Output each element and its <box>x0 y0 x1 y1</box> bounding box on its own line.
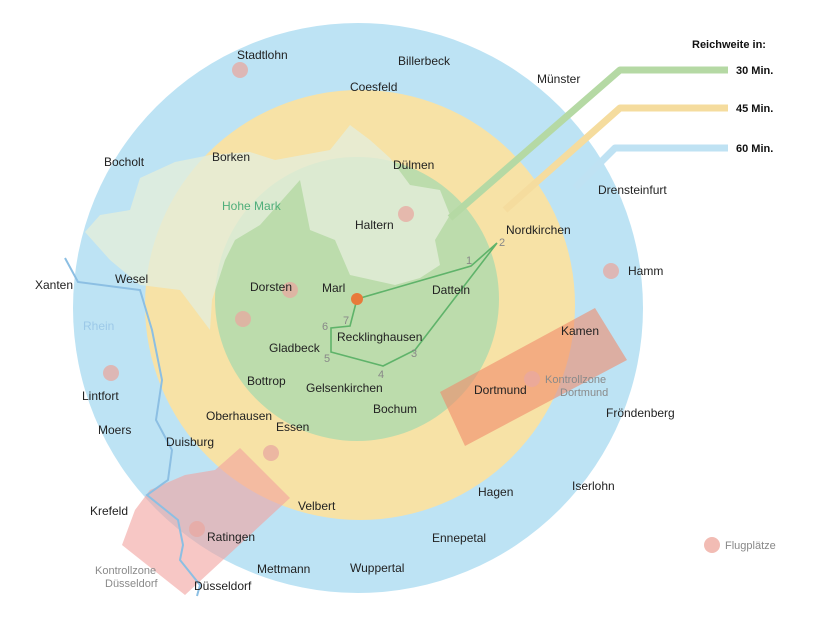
legend-45: 45 Min. <box>502 103 773 213</box>
route-point-label: 4 <box>378 369 384 381</box>
city-label: Xanten <box>35 278 73 292</box>
airfield-marker <box>263 445 279 461</box>
airfield-marker <box>235 311 251 327</box>
city-label: Düsseldorf <box>194 579 252 593</box>
rhine-river <box>64 257 202 597</box>
base-marl-marker <box>351 293 363 305</box>
city-label: Fröndenberg <box>606 406 675 420</box>
city-label: Kamen <box>561 324 599 338</box>
kontrollzone-duesseldorf-area <box>122 448 290 595</box>
zone-duesseldorf-line2: Düsseldorf <box>105 578 159 590</box>
city-label: Dortmund <box>474 383 527 397</box>
hohe-mark-region <box>85 125 450 330</box>
city-label: Nordkirchen <box>506 223 571 237</box>
city-label: Hamm <box>628 264 663 278</box>
route-point-label: 6 <box>322 321 328 333</box>
city-label: Wesel <box>115 272 148 286</box>
city-label: Oberhausen <box>206 409 272 423</box>
city-label: Dülmen <box>393 158 434 172</box>
airfield-marker <box>603 263 619 279</box>
city-label: Lintfort <box>82 389 119 403</box>
route-point-label: 5 <box>324 353 330 365</box>
city-label: Stadtlohn <box>237 48 288 62</box>
city-label: Iserlohn <box>572 479 615 493</box>
route-point-label: 1 <box>466 255 472 267</box>
city-label: Hagen <box>478 485 513 499</box>
city-label: Duisburg <box>166 435 214 449</box>
legend-60: 60 Min. <box>572 143 773 191</box>
base-label: Marl <box>322 281 345 295</box>
airfield-legend-label: Flugplätze <box>725 540 776 552</box>
flight-route <box>330 242 498 367</box>
city-label: Moers <box>98 423 131 437</box>
city-label: Borken <box>212 150 250 164</box>
zone-dortmund-line2: Dortmund <box>560 387 608 399</box>
airfield-marker <box>524 371 540 387</box>
legend-30-label: 30 Min. <box>736 65 773 77</box>
city-label: Gelsenkirchen <box>306 381 383 395</box>
legend-30: 30 Min. <box>447 65 773 221</box>
route-point-label: 2 <box>499 237 505 249</box>
legend-title: Reichweite in: <box>692 39 766 51</box>
city-label: Billerbeck <box>398 54 451 68</box>
airfield-marker <box>189 521 205 537</box>
city-label: Velbert <box>298 499 336 513</box>
city-label: Ratingen <box>207 530 255 544</box>
city-label: Münster <box>537 72 580 86</box>
airfield-marker <box>103 365 119 381</box>
river-label: Rhein <box>83 319 114 333</box>
zone-dortmund-line1: Kontrollzone <box>545 374 606 386</box>
route-point-label: 3 <box>411 348 417 360</box>
zone-duesseldorf-line1: Kontrollzone <box>95 565 156 577</box>
airfield-marker <box>282 282 298 298</box>
airfield-marker <box>232 62 248 78</box>
city-label: Ennepetal <box>432 531 486 545</box>
city-label: Krefeld <box>90 504 128 518</box>
airfield-marker <box>398 206 414 222</box>
city-label: Haltern <box>355 218 394 232</box>
city-label: Datteln <box>432 283 470 297</box>
city-label: Mettmann <box>257 562 310 576</box>
city-label: Bottrop <box>247 374 286 388</box>
city-label: Coesfeld <box>350 80 397 94</box>
city-label: Bochum <box>373 402 417 416</box>
city-label: Dorsten <box>250 280 292 294</box>
city-label: Recklinghausen <box>337 330 422 344</box>
region-label: Hohe Mark <box>222 199 282 213</box>
city-label: Drensteinfurt <box>598 183 667 197</box>
city-label: Bocholt <box>104 155 145 169</box>
city-label: Gladbeck <box>269 341 321 355</box>
route-point-label: 7 <box>343 315 349 327</box>
city-label: Wuppertal <box>350 561 404 575</box>
legend-45-label: 45 Min. <box>736 103 773 115</box>
airfield-legend-icon <box>704 537 720 553</box>
legend-60-label: 60 Min. <box>736 143 773 155</box>
city-label: Essen <box>276 420 309 434</box>
